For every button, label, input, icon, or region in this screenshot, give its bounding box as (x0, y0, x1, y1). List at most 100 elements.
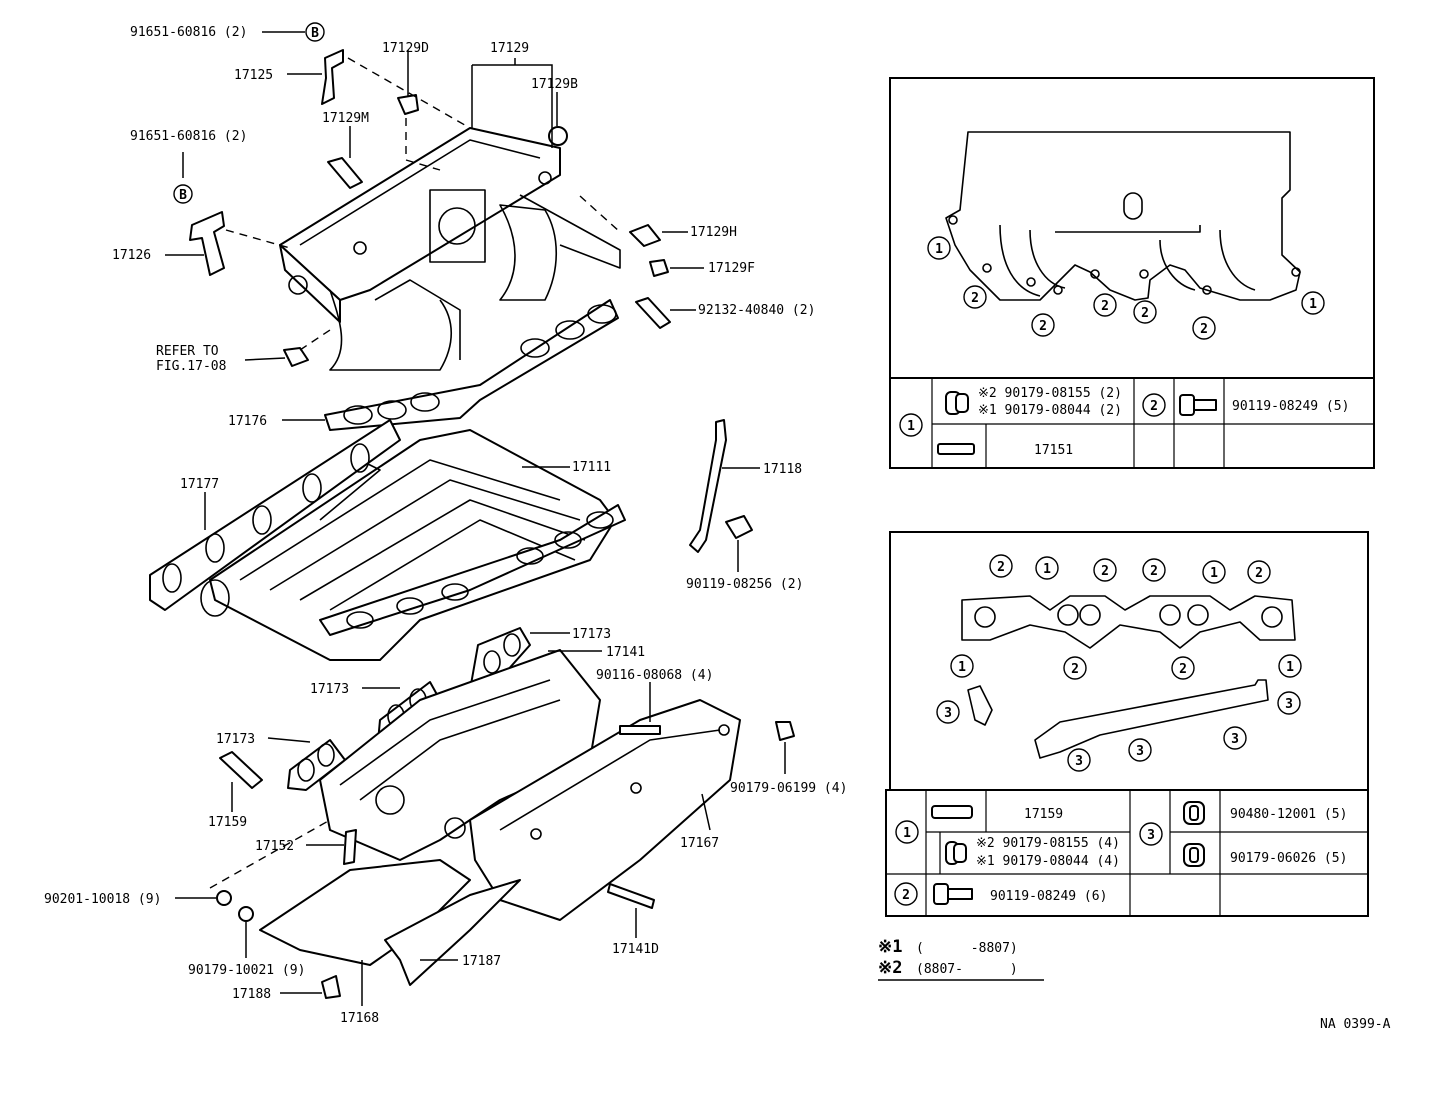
label-17129f: 17129F (708, 261, 755, 276)
stud-17141d-drawing (607, 883, 655, 909)
label-90179-10021: 90179-10021 (9) (188, 963, 305, 978)
exhaust-gasket-panel: 2 1 2 2 1 2 1 2 2 1 3 3 3 3 3 1 17159 ※2… (885, 531, 1369, 917)
nut-90179-06199-drawing (775, 721, 795, 741)
footnotes: ※1 ( -8807) ※2 (8807- ) (878, 937, 1044, 981)
callout-2: 2 (1142, 393, 1166, 417)
callout-2: 2 (989, 554, 1013, 578)
stud-icon (937, 443, 975, 455)
label-17188: 17188 (232, 987, 271, 1002)
washer-icon (945, 391, 969, 415)
svg-text:2: 2 (1101, 564, 1109, 579)
exhaust-gasket-outline-drawing (961, 595, 1296, 759)
table2-row1-right-part: 90480-12001 (5) (1230, 807, 1347, 822)
svg-text:1: 1 (1309, 297, 1317, 312)
part-labels: 91651-60816 (2) 17125 17129D 17129 17129… (44, 25, 847, 1026)
gasket-lower-drawing (319, 504, 626, 636)
label-17177: 17177 (180, 477, 219, 492)
label-91651-60816-top: 91651-60816 (2) (130, 25, 247, 40)
svg-text:3: 3 (1075, 754, 1083, 769)
callout-1: 1 (899, 413, 923, 437)
heat-insulator-17168-drawing (259, 859, 521, 986)
nut-90201-drawing (216, 890, 232, 906)
label-17125: 17125 (234, 68, 273, 83)
table2-row3-left-part: 90119-08249 (6) (990, 889, 1107, 904)
svg-text:2: 2 (1071, 662, 1079, 677)
label-17141: 17141 (606, 645, 645, 660)
callout-2: 2 (1093, 293, 1117, 317)
svg-text:1: 1 (907, 419, 915, 434)
svg-text:2: 2 (1150, 399, 1158, 414)
bolt-17129h-drawing (629, 224, 661, 247)
label-17141d: 17141D (612, 942, 659, 957)
label-17159: 17159 (208, 815, 247, 830)
bolt-17129d-drawing (397, 94, 419, 115)
table1-row1-part-b: ※1 90179-08044 (2) (978, 403, 1122, 418)
gasket-17176-drawing (324, 299, 619, 431)
label-17129: 17129 (490, 41, 529, 56)
nut-icon (1183, 843, 1205, 867)
stud-90116-drawing (619, 725, 661, 735)
callout-1: 1 (927, 236, 951, 260)
washer-icon (945, 841, 967, 865)
callout-2: 2 (1133, 300, 1157, 324)
callout-3: 3 (936, 700, 960, 724)
svg-text:3: 3 (1285, 697, 1293, 712)
label-17167: 17167 (680, 836, 719, 851)
footnote-1-mark: ※1 (878, 937, 902, 957)
table2-row2-part-a: ※2 90179-08155 (4) (976, 836, 1120, 851)
table2-row2-right-part: 90179-06026 (5) (1230, 851, 1347, 866)
svg-text:1: 1 (1210, 566, 1218, 581)
label-90201-10018: 90201-10018 (9) (44, 892, 161, 907)
footnote-2-text: (8807- ) (916, 962, 1018, 977)
table2-row2-part-b: ※1 90179-08044 (4) (976, 854, 1120, 869)
svg-text:3: 3 (944, 706, 952, 721)
label-17126: 17126 (112, 248, 151, 263)
table1-row1-part-a: ※2 90179-08155 (2) (978, 386, 1122, 401)
legend-table-2: 1 17159 ※2 90179-08155 (4) ※1 90179-0804… (885, 789, 1369, 917)
callout-1: 1 (895, 820, 919, 844)
stud-92132-drawing (635, 297, 671, 329)
label-17173-middle: 17173 (310, 682, 349, 697)
label-17118: 17118 (763, 462, 802, 477)
bolt-icon (1179, 394, 1217, 416)
callout-2: 2 (1171, 656, 1195, 680)
callout-2: 2 (1192, 316, 1216, 340)
callout-3: 3 (1277, 691, 1301, 715)
label-17168: 17168 (340, 1011, 379, 1026)
callout-2: 2 (1142, 558, 1166, 582)
callout-2: 2 (894, 882, 918, 906)
svg-text:1: 1 (935, 242, 943, 257)
svg-text:3: 3 (1231, 732, 1239, 747)
stud-icon (931, 805, 973, 819)
svg-text:1: 1 (1286, 660, 1294, 675)
callout-3: 3 (1223, 726, 1247, 750)
assembly-lines (209, 57, 621, 889)
svg-text:B: B (179, 188, 187, 203)
callout-2: 2 (1031, 313, 1055, 337)
callout-1: 1 (950, 654, 974, 678)
label-refer-to: REFER TO (156, 344, 219, 359)
svg-text:3: 3 (1147, 828, 1155, 843)
svg-text:2: 2 (1179, 662, 1187, 677)
callout-2: 2 (963, 285, 987, 309)
callout-3: 3 (1139, 822, 1163, 846)
table1-row1-right-part: 90119-08249 (5) (1232, 399, 1349, 414)
bolt-icon (933, 883, 973, 905)
plug-17129b-drawing (548, 126, 568, 146)
svg-text:3: 3 (1136, 744, 1144, 759)
label-17173-bottom: 17173 (216, 732, 255, 747)
legend-table-1: 1 ※2 90179-08155 (2) ※1 90179-08044 (2) … (899, 378, 1374, 468)
label-17152: 17152 (255, 839, 294, 854)
gasket-17177-drawing (149, 419, 401, 611)
nut-icon (1183, 801, 1205, 825)
callout-1: 1 (1035, 556, 1059, 580)
label-92132-40840: 92132-40840 (2) (698, 303, 815, 318)
table1-row2-part: 17151 (1034, 443, 1073, 458)
svg-text:2: 2 (902, 888, 910, 903)
callout-1: 1 (1301, 291, 1325, 315)
plate-17188-drawing (321, 975, 341, 999)
callout-3: 3 (1128, 738, 1152, 762)
label-17187: 17187 (462, 954, 501, 969)
intake-gasket-outline-drawing (945, 131, 1301, 301)
